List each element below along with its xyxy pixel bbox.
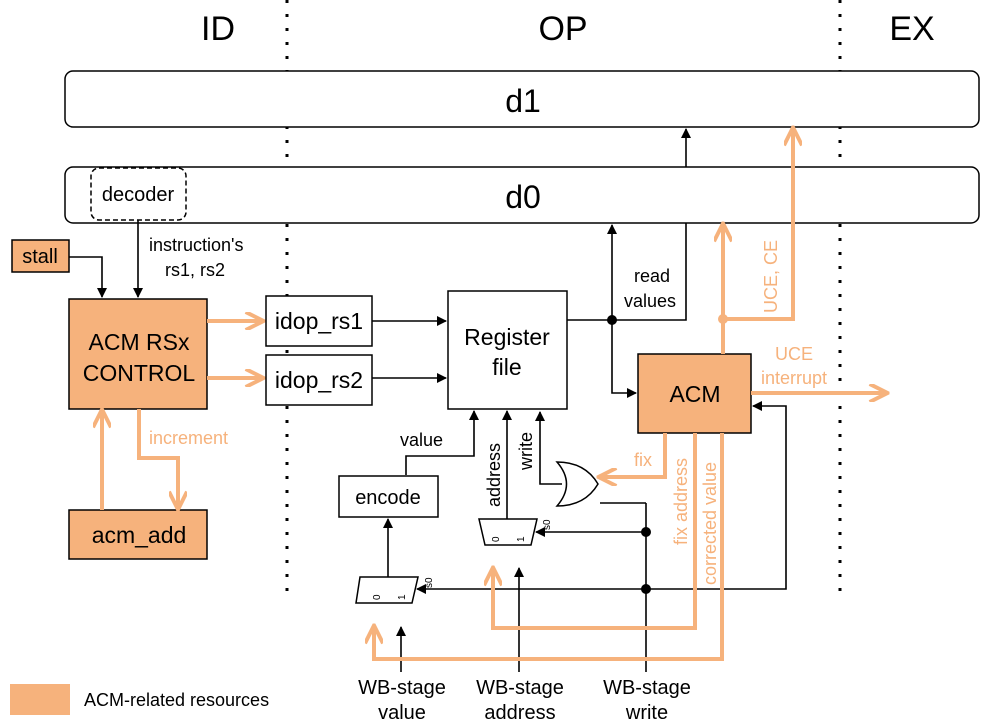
encode-label: encode bbox=[355, 487, 421, 509]
uce-ce-junction bbox=[718, 314, 728, 324]
address-mux-sel-label: s0 bbox=[542, 519, 553, 530]
address-mux-in0-label: 0 bbox=[491, 536, 502, 542]
wb-write-label-line2: write bbox=[625, 702, 668, 724]
decoder-label: decoder bbox=[102, 184, 175, 206]
idop-rs1-block: idop_rs1 bbox=[265, 295, 373, 347]
fix-address-label: fix address bbox=[671, 458, 691, 545]
wb-write-label-line1: WB-stage bbox=[603, 677, 691, 699]
register-file-line1: Register bbox=[464, 324, 550, 350]
uce-ce-wire bbox=[723, 131, 793, 321]
register-file-line2: file bbox=[492, 354, 521, 380]
legend-label: ACM-related resources bbox=[84, 690, 269, 710]
corrected-value-wire bbox=[374, 433, 724, 661]
wb-value-label-line1: WB-stage bbox=[358, 677, 446, 699]
value-mux-sel-label: s0 bbox=[424, 577, 435, 588]
uce-interrupt-label-line1: UCE bbox=[775, 344, 813, 364]
legend: ACM-related resources bbox=[10, 684, 269, 715]
register-file-block: Register file bbox=[447, 290, 568, 410]
value-wire bbox=[405, 410, 479, 475]
value-mux-in1-label: 1 bbox=[397, 594, 408, 600]
address-mux-in1-label: 1 bbox=[516, 536, 527, 542]
read-values-label-line1: read bbox=[634, 266, 670, 286]
acm-rsx-control-line1: ACM RSx bbox=[89, 329, 190, 355]
acm-label: ACM bbox=[669, 381, 720, 407]
corrected-value-label: corrected value bbox=[700, 462, 720, 585]
acm-add-label: acm_add bbox=[92, 522, 187, 548]
acm-rsx-control-line2: CONTROL bbox=[83, 360, 196, 386]
d1-register: d1 bbox=[64, 70, 980, 128]
acm-rsx-control-block: ACM RSx CONTROL bbox=[68, 298, 208, 410]
value-mux-in0-label: 0 bbox=[372, 594, 383, 600]
or-gate bbox=[555, 461, 599, 507]
wb-address-label-line2: address bbox=[484, 702, 555, 724]
write-label: write bbox=[516, 432, 536, 471]
legend-swatch bbox=[10, 684, 70, 715]
fix-wire bbox=[602, 433, 667, 477]
d0-label: d0 bbox=[505, 179, 541, 215]
value-label: value bbox=[400, 430, 443, 450]
read-values-to-acm-wire bbox=[611, 320, 637, 398]
idop-rs1-label: idop_rs1 bbox=[275, 308, 363, 334]
address-mux: 0 1 s0 bbox=[478, 518, 553, 546]
fix-address-wire bbox=[493, 433, 697, 630]
write-to-acm-wire bbox=[646, 401, 787, 590]
stage-title-op: OP bbox=[538, 10, 587, 48]
acm-add-block: acm_add bbox=[68, 509, 208, 560]
write-junction-mux-value bbox=[641, 584, 651, 594]
idop-rs2-block: idop_rs2 bbox=[265, 354, 373, 406]
acm-block: ACM bbox=[637, 353, 752, 434]
wb-value-label-line2: value bbox=[378, 702, 426, 724]
instruction-label-line2: rs1, rs2 bbox=[165, 260, 225, 280]
uce-ce-label: UCE, CE bbox=[761, 240, 781, 313]
write-junction-mux-address bbox=[641, 527, 651, 537]
read-values-junction bbox=[607, 315, 617, 325]
fix-label: fix bbox=[634, 450, 652, 470]
d1-label: d1 bbox=[505, 83, 541, 119]
increment-wire bbox=[137, 409, 178, 506]
wb-address-label-line1: WB-stage bbox=[476, 677, 564, 699]
stall-label: stall bbox=[22, 246, 58, 268]
stall-wire bbox=[69, 256, 107, 298]
read-values-label-line2: values bbox=[624, 291, 676, 311]
encode-block: encode bbox=[338, 475, 439, 518]
or-gate-to-write-wire bbox=[535, 411, 562, 485]
d0-register: d0 bbox=[64, 166, 980, 224]
stall-block: stall bbox=[11, 239, 70, 273]
value-mux: 0 1 s0 bbox=[355, 576, 435, 604]
instruction-label-line1: instruction's bbox=[149, 235, 243, 255]
read-values-wire bbox=[567, 223, 687, 321]
stage-title-id: ID bbox=[201, 10, 235, 48]
address-label: address bbox=[484, 443, 504, 507]
increment-label: increment bbox=[149, 428, 228, 448]
idop-rs2-label: idop_rs2 bbox=[275, 367, 363, 393]
uce-interrupt-label-line2: interrupt bbox=[761, 368, 827, 388]
stage-title-ex: EX bbox=[889, 10, 934, 48]
decoder-block: decoder bbox=[90, 167, 187, 221]
